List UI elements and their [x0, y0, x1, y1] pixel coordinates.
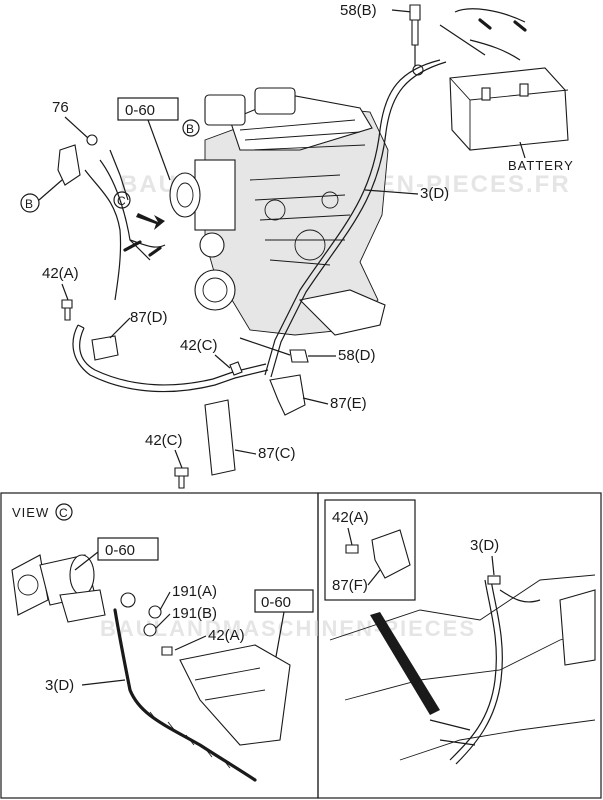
label-42a-detail: 42(A) — [332, 509, 369, 526]
panel-detail — [317, 492, 602, 799]
cable-3d-lower — [72, 324, 269, 393]
ref-label-0-60-b: 0-60 — [261, 594, 291, 611]
starter-top — [169, 172, 201, 218]
label-3d-detail: 3(D) — [470, 537, 499, 554]
label-87e: 87(E) — [330, 395, 367, 412]
circle-c-view-label: C — [59, 506, 68, 520]
label-3d-view: 3(D) — [45, 677, 74, 694]
circle-c-view — [55, 503, 73, 521]
label-42c-lower: 42(C) — [145, 432, 183, 449]
cable-3d-upper — [264, 59, 441, 376]
label-87f: 87(F) — [332, 577, 368, 594]
label-58b: 58(B) — [340, 2, 377, 19]
label-42a-view: 42(A) — [208, 627, 245, 644]
label-58d: 58(D) — [338, 347, 376, 364]
label-3d-top: 3(D) — [420, 185, 449, 202]
label-76: 76 — [52, 99, 69, 116]
panel-view-c — [0, 492, 319, 799]
pointer-arrow — [370, 612, 440, 715]
label-191a: 191(A) — [172, 583, 217, 600]
circle-b-engine-label: B — [186, 122, 194, 136]
circle-b-harness — [20, 193, 40, 213]
label-87c: 87(C) — [258, 445, 296, 462]
ref-label-0-60-top: 0-60 — [125, 102, 155, 119]
circle-c-top — [113, 191, 131, 209]
battery — [449, 67, 569, 151]
ref-box-0-60-a — [97, 537, 159, 561]
engine-block — [194, 87, 389, 336]
ref-label-0-60-a: 0-60 — [105, 542, 135, 559]
view-arrow-icon — [136, 213, 165, 230]
cable-3d-view — [113, 608, 257, 782]
watermark-lower: BAULANDMASCHINEN-PIECES — [100, 616, 476, 641]
circle-c-top-label: C — [117, 194, 126, 208]
circle-b-harness-label: B — [25, 197, 33, 211]
label-42a-top: 42(A) — [42, 265, 79, 282]
battery-label: BATTERY — [508, 158, 574, 173]
label-42c-upper: 42(C) — [180, 337, 218, 354]
label-191b: 191(B) — [172, 605, 217, 622]
circle-b-engine — [182, 119, 200, 137]
label-87d: 87(D) — [130, 309, 168, 326]
view-c-title: VIEW — [12, 505, 49, 520]
starter-motor — [11, 554, 106, 623]
